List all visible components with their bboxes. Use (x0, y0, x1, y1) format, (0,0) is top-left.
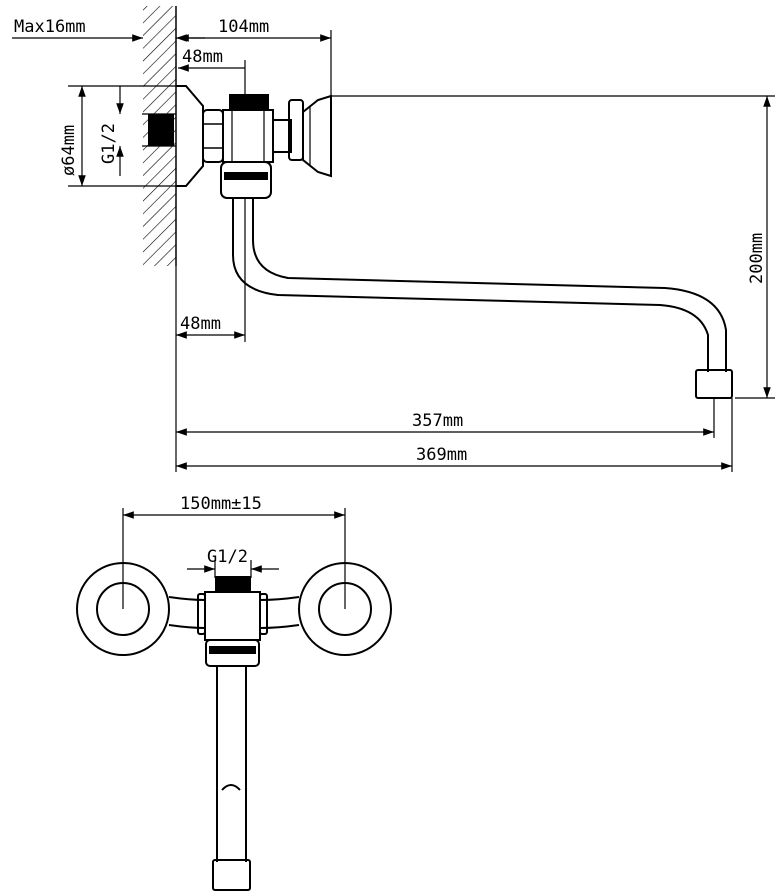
side-view (142, 6, 733, 399)
top-thread (229, 94, 269, 110)
front-aerator (212, 859, 251, 891)
label-center-distance: 150mm±15 (180, 494, 262, 514)
label-body-offset: 104mm (218, 17, 269, 37)
label-thread-side: G1/2 (99, 123, 119, 164)
label-thread-front: G1/2 (207, 547, 248, 567)
right-arm (259, 596, 300, 630)
label-flange-diameter: ø64mm (59, 125, 79, 176)
label-spout-reach-inner: 357mm (412, 411, 463, 431)
spout-collar (220, 161, 272, 199)
spout-tube (232, 198, 709, 372)
side-dimension-labels: Max16mm 104mm 48mm ø64mm G1/2 200mm 48mm… (14, 17, 767, 465)
left-arm (168, 596, 206, 630)
label-spout-offset-bottom: 48mm (180, 314, 221, 334)
front-spout (216, 666, 247, 862)
front-dimension-labels: 150mm±15 G1/2 (180, 494, 262, 567)
label-spout-reach-outer: 369mm (416, 445, 467, 465)
front-view (76, 562, 392, 891)
threaded-inlet-side (148, 114, 174, 146)
front-top-thread (215, 576, 251, 592)
front-body (204, 591, 261, 641)
aerator (695, 369, 733, 399)
valve-stem (272, 119, 292, 153)
label-spout-height: 200mm (747, 233, 767, 284)
front-collar (205, 639, 260, 667)
connection-nut (202, 109, 224, 163)
mixer-body (222, 109, 274, 163)
front-dimensions (122, 508, 346, 609)
label-inlet-offset-top: 48mm (182, 47, 223, 67)
handle-lever (302, 94, 332, 178)
label-wall-thickness: Max16mm (14, 17, 86, 37)
side-dimensions (12, 30, 775, 472)
wall-flange (176, 85, 204, 187)
